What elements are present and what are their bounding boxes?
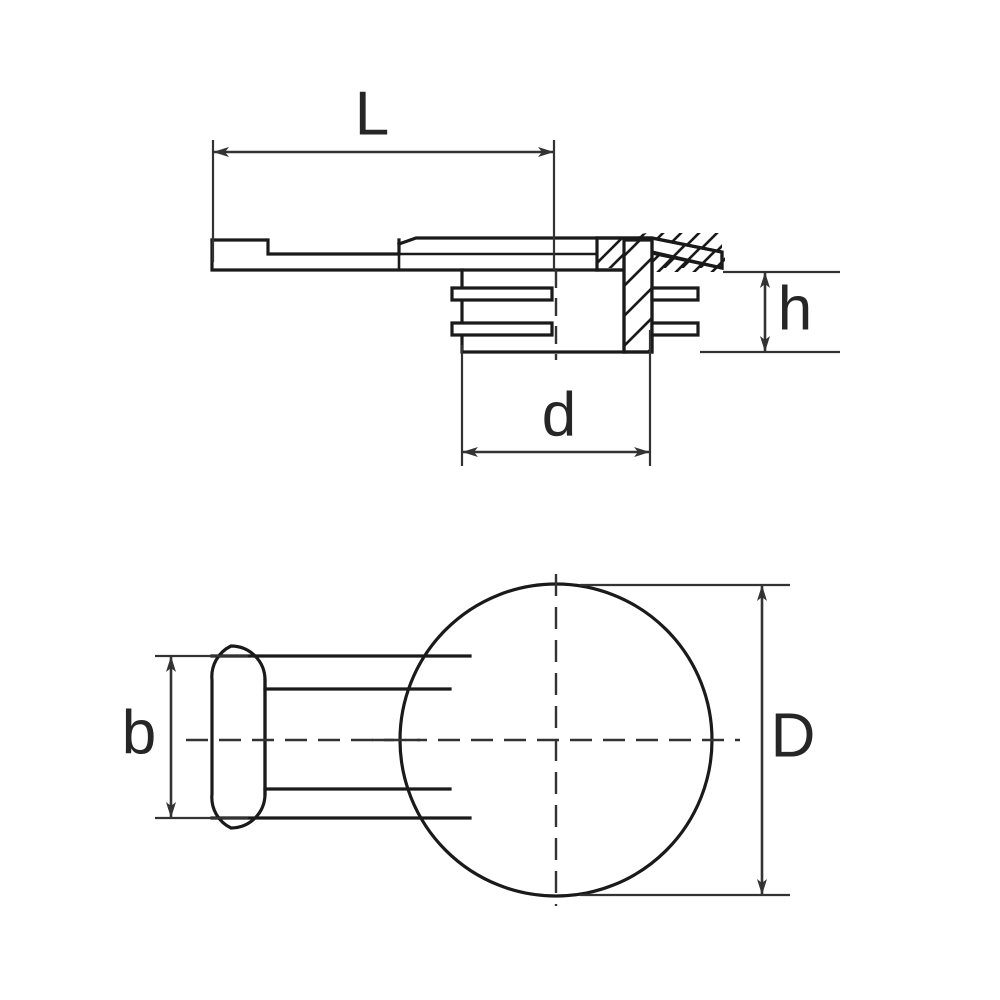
stem-wall-outline — [622, 238, 654, 354]
dim-L-label: L — [355, 79, 389, 148]
barb-left-upper — [450, 286, 554, 302]
hatch-group-stem — [624, 240, 652, 352]
strap-taper-top — [396, 236, 599, 247]
stem-barbs-right — [650, 286, 700, 337]
dimension-d: d — [460, 330, 652, 466]
plan-strap-round-end — [210, 644, 267, 830]
plan-strap — [210, 644, 472, 830]
dim-b-label: b — [122, 698, 156, 767]
dim-h-label: h — [778, 274, 812, 343]
stem-body — [460, 268, 626, 360]
dimension-h: h — [700, 270, 840, 354]
dimension-D: D — [580, 583, 816, 897]
strap-profile — [210, 236, 599, 272]
dimension-L: L — [211, 79, 556, 270]
stem-barbs-left — [450, 286, 554, 337]
barb-right-upper — [650, 286, 700, 302]
dim-D-label: D — [771, 701, 816, 770]
stem-outer-left — [460, 268, 626, 354]
dimension-b: b — [122, 654, 248, 820]
barb-right-lower — [650, 321, 700, 337]
dim-d-label: d — [542, 380, 576, 449]
strap-left-step — [210, 238, 401, 256]
plan-head-circle — [372, 574, 740, 906]
barb-left-lower — [450, 321, 554, 337]
